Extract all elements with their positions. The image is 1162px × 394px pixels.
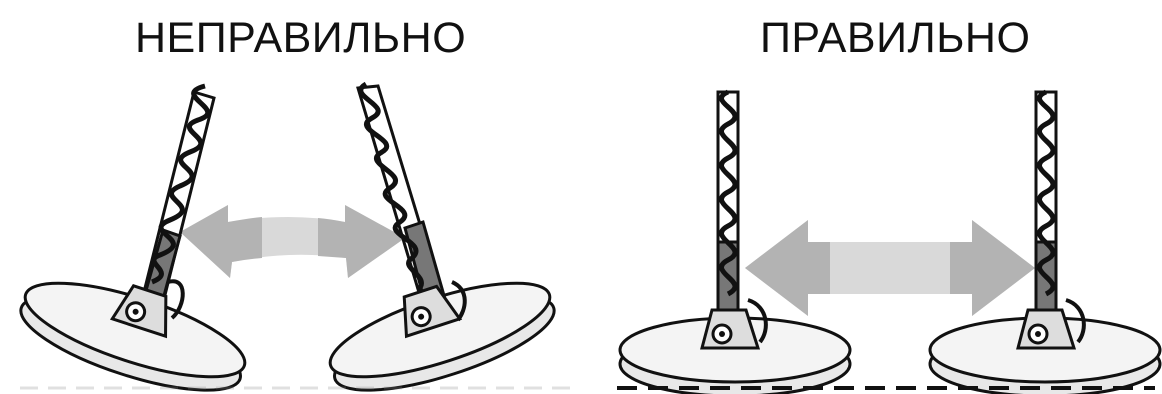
- sweep-arrow-straight: [745, 220, 1035, 316]
- sweep-arrow-curved: [180, 205, 405, 278]
